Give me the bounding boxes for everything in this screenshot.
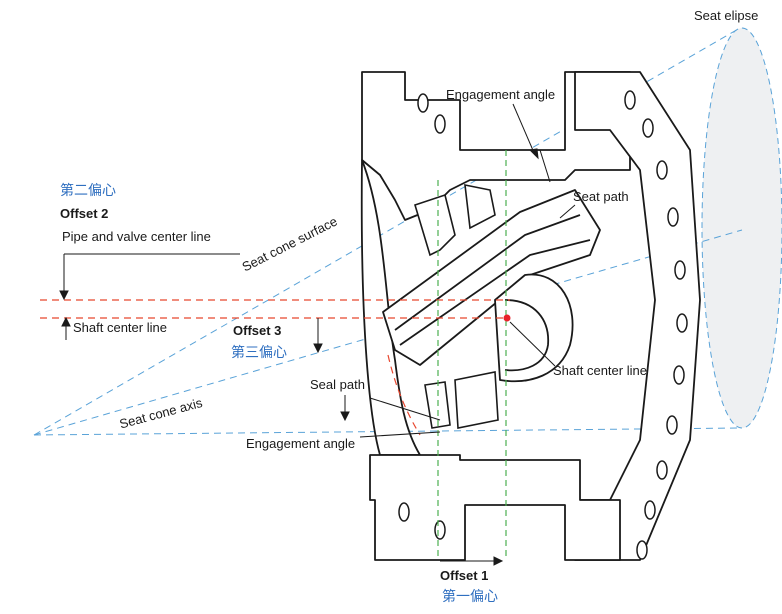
valve-body bbox=[360, 71, 701, 561]
seat-path-top-label: Seat path bbox=[573, 189, 629, 204]
seal-path-bottom-label: Seal path bbox=[310, 377, 365, 392]
shaft-center-dot bbox=[503, 314, 511, 322]
offset1-label: Offset 1 bbox=[440, 568, 489, 583]
offset-lines-green bbox=[437, 150, 507, 560]
engagement-angle-bottom-label: Engagement angle bbox=[246, 436, 356, 451]
seat-ellipse bbox=[701, 27, 782, 429]
valve-disc bbox=[382, 189, 601, 383]
leader-lines bbox=[59, 103, 576, 566]
offset3-label: Offset 3 bbox=[233, 323, 282, 338]
seat-ellipse-label: Seat elipse bbox=[694, 8, 759, 23]
shaft-center-line-left-label: Shaft center line bbox=[73, 320, 167, 335]
offset-lines-red bbox=[40, 299, 510, 436]
offset2-label: Offset 2 bbox=[60, 206, 109, 221]
offset3-cn-label: 第三偏心 bbox=[231, 344, 287, 360]
shaft-center-line-right-label: Shaft center line bbox=[553, 363, 647, 378]
offset1-cn-label: 第一偏心 bbox=[442, 588, 498, 604]
engagement-angle-top-label: Engagement angle bbox=[446, 87, 556, 102]
pipe-valve-center-line-label: Pipe and valve center line bbox=[62, 229, 211, 244]
offset2-cn-label: 第二偏心 bbox=[60, 182, 116, 198]
bolt-holes bbox=[398, 90, 688, 560]
seat-ring bbox=[414, 183, 499, 429]
